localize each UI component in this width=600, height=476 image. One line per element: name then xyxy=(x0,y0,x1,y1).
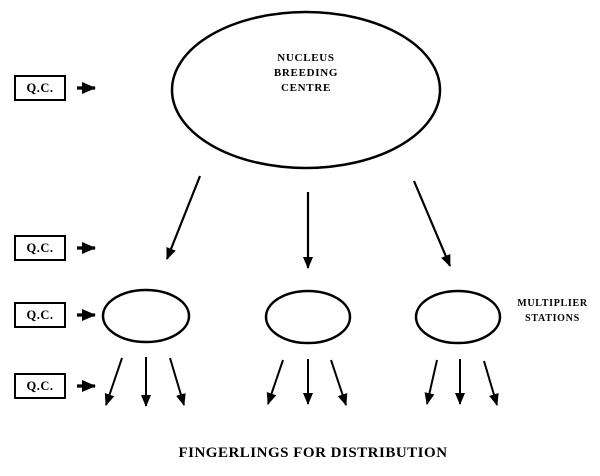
qc-box-1: Q.C. xyxy=(14,75,66,101)
multiplier-station-ellipse-1 xyxy=(101,288,191,344)
fingerling-arrow-2-3 xyxy=(330,359,348,406)
qc-box-3: Q.C. xyxy=(14,302,66,328)
fingerling-arrow-3-3 xyxy=(483,360,499,406)
fingerling-arrow-2-1 xyxy=(266,359,284,405)
multiplier-station-ellipse-3 xyxy=(414,289,502,345)
nucleus-breeding-centre-label: NUCLEUS BREEDING CENTRE xyxy=(273,52,339,94)
fingerling-arrow-1-3 xyxy=(169,357,186,406)
multiplier-stations-label: MULTIPLIER STATIONS xyxy=(517,298,588,324)
qc-box-4: Q.C. xyxy=(14,373,66,399)
fingerling-arrow-1-1 xyxy=(104,357,123,406)
fingerlings-distribution-title: FINGERLINGS FOR DISTRIBUTION xyxy=(178,445,448,461)
multiplier-station-ellipse-2 xyxy=(264,289,352,345)
arrow-nucleus-to-multiplier-3 xyxy=(412,180,452,267)
nucleus-breeding-centre-ellipse xyxy=(170,10,442,170)
fingerling-arrow-3-1 xyxy=(424,359,438,405)
qc-box-2: Q.C. xyxy=(14,235,66,261)
arrow-nucleus-to-multiplier-1 xyxy=(165,175,202,260)
